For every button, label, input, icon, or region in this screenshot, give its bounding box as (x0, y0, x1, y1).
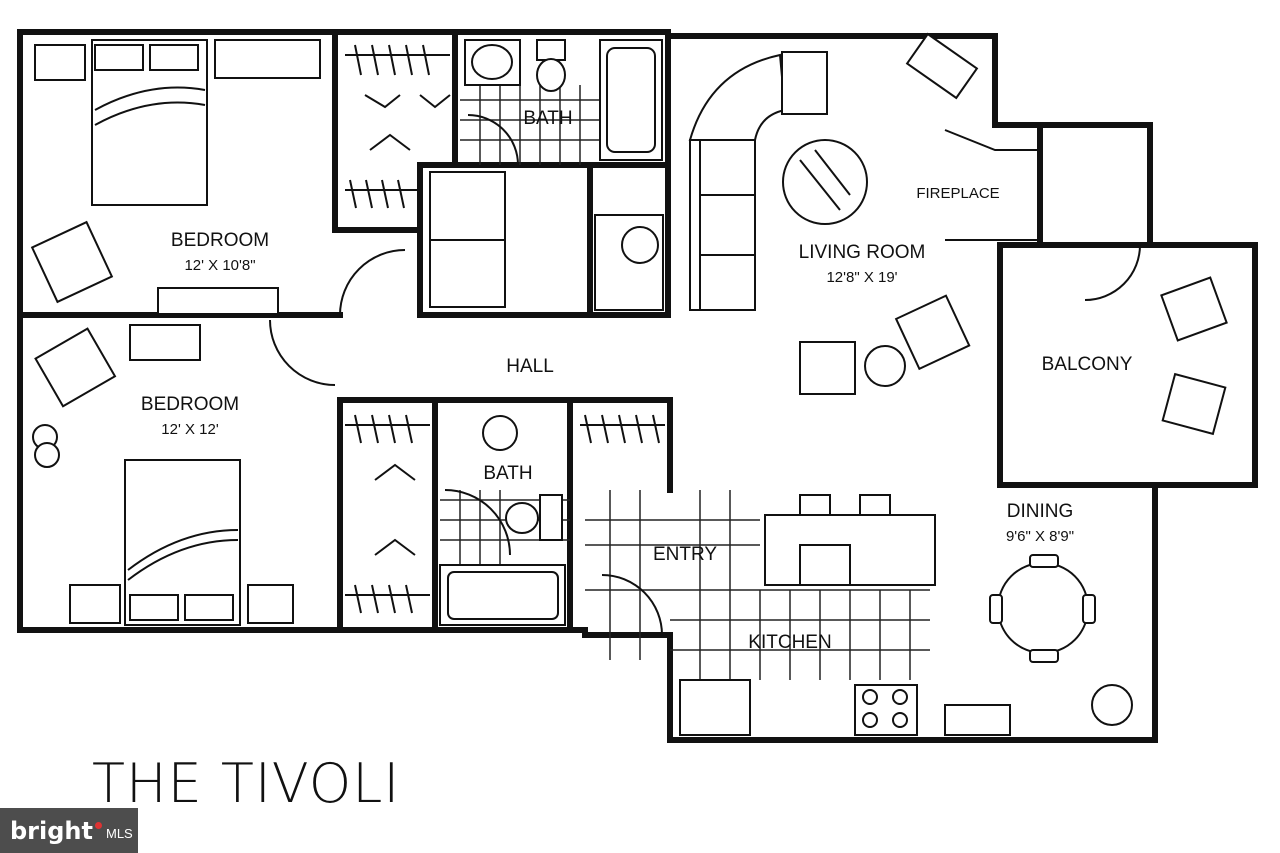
bath1-label: BATH (523, 108, 572, 129)
dining-dimensions: 9'6" X 8'9" (1006, 528, 1074, 545)
bath1-floor-tile (460, 85, 600, 165)
hall-label: HALL (506, 356, 554, 377)
watermark-dot-icon (94, 822, 102, 829)
bedroom1-label: BEDROOM (171, 230, 269, 251)
living-room-dimensions: 12'8" X 19' (826, 269, 897, 286)
laundry-appliances (429, 171, 664, 311)
interior-walls (17, 29, 1258, 633)
bath2-floor-tile (440, 490, 570, 565)
bed-bedroom2 (124, 459, 241, 626)
balcony-label: BALCONY (1042, 354, 1133, 375)
bedroom1-dimensions: 12' X 10'8" (184, 257, 255, 274)
exterior-walls (17, 29, 1258, 743)
watermark-brand: bright (10, 816, 93, 845)
door-swings (269, 114, 1141, 636)
balcony-chairs (1160, 276, 1228, 436)
kitchen-counters (679, 494, 1011, 736)
watermark-suffix: MLS (105, 826, 133, 841)
bed-bedroom1 (91, 39, 208, 206)
bath2-fixtures (439, 415, 566, 626)
bedroom-dressers (34, 39, 321, 624)
living-chairs (799, 294, 971, 395)
dining-set (989, 554, 1133, 726)
kitchen-label: KITCHEN (748, 632, 831, 653)
fireplace-unit (905, 32, 1041, 241)
bedroom2-label: BEDROOM (141, 394, 239, 415)
dining-label: DINING (1007, 501, 1074, 522)
bath2-label: BATH (483, 463, 532, 484)
plan-title: THE TIVOLI (92, 752, 401, 815)
entry-label: ENTRY (653, 544, 717, 565)
living-sofa (688, 51, 828, 311)
closet-hangers (345, 44, 665, 614)
bedroom2-dimensions: 12' X 12' (161, 421, 219, 438)
bedroom-chairs (30, 220, 117, 468)
living-room-label: LIVING ROOM (799, 242, 926, 263)
bright-mls-watermark: bright MLS (0, 808, 138, 853)
fireplace-label: FIREPLACE (916, 185, 999, 202)
bath1-fixtures (464, 39, 663, 161)
living-table (782, 139, 868, 225)
